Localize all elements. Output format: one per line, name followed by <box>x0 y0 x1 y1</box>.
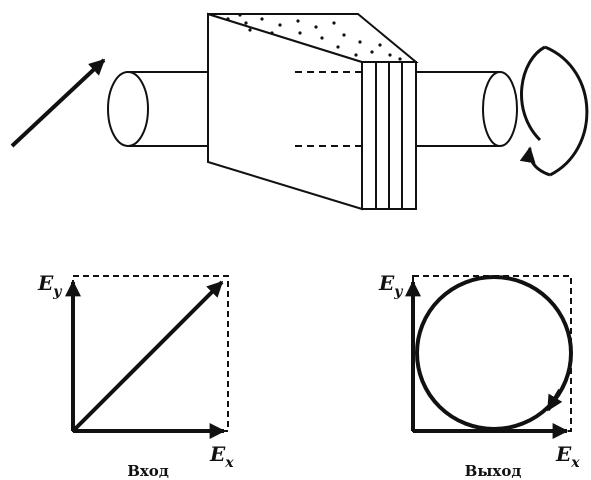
input-linear-polarization-vector <box>71 280 224 433</box>
input-y-axis-label: Ey <box>37 271 62 300</box>
input-polarization-diagram <box>65 275 229 439</box>
beam-cylinder-right <box>416 71 518 147</box>
output-caption: Выход <box>465 462 522 480</box>
rotation-arrow <box>519 45 589 177</box>
input-caption: Вход <box>127 462 169 480</box>
output-rotation-direction-arrow <box>546 388 563 412</box>
output-y-axis-label: Ey <box>378 271 403 300</box>
output-x-axis-label: Ex <box>555 442 580 471</box>
output-polarization-diagram <box>405 275 573 439</box>
waveplate-illustration <box>10 12 589 211</box>
incoming-beam-arrow <box>10 58 106 148</box>
input-x-axis-label: Ex <box>209 442 234 471</box>
birefringent-plate <box>207 12 419 211</box>
plate-top-dots <box>226 13 402 61</box>
output-circular-polarization <box>415 275 573 431</box>
